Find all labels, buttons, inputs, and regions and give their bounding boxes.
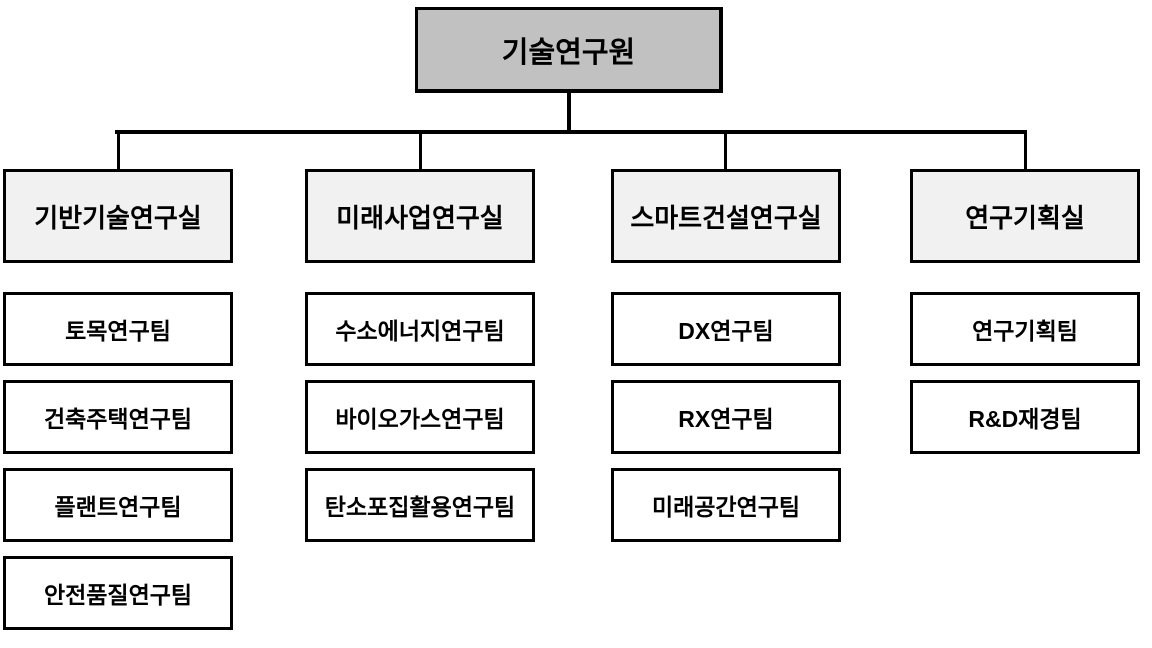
team-box-1-2: 건축주택연구팀 — [3, 380, 233, 454]
team-box-2-2: 바이오가스연구팀 — [305, 380, 535, 454]
connector-drop-dept-4 — [1024, 130, 1027, 172]
connector-horizontal-bar — [115, 130, 1027, 134]
team-label-1-3: 플랜트연구팀 — [54, 494, 182, 520]
team-box-3-2: RX연구팀 — [611, 380, 841, 454]
dept-label-1: 기반기술연구실 — [34, 202, 202, 233]
connector-drop-dept-3 — [724, 130, 727, 172]
team-label-3-1: DX연구팀 — [678, 318, 774, 344]
team-box-1-4: 안전품질연구팀 — [3, 556, 233, 630]
dept-box-4: 연구기획실 — [910, 169, 1140, 263]
dept-label-3: 스마트건설연구실 — [630, 202, 822, 233]
team-label-1-1: 토목연구팀 — [65, 318, 171, 344]
team-label-4-2: R&D재경팀 — [968, 406, 1082, 432]
team-label-3-2: RX연구팀 — [678, 406, 774, 432]
team-label-4-1: 연구기획팀 — [972, 318, 1078, 344]
connector-root-trunk — [567, 90, 571, 134]
team-box-3-3: 미래공간연구팀 — [611, 468, 841, 542]
dept-label-2: 미래사업연구실 — [336, 202, 504, 233]
team-label-2-3: 탄소포집활용연구팀 — [324, 494, 516, 520]
dept-box-2: 미래사업연구실 — [305, 169, 535, 263]
dept-box-3: 스마트건설연구실 — [611, 169, 841, 263]
team-label-2-1: 수소에너지연구팀 — [335, 318, 505, 344]
connector-drop-dept-1 — [117, 130, 120, 172]
team-box-2-1: 수소에너지연구팀 — [305, 292, 535, 366]
root-box: 기술연구원 — [415, 7, 723, 93]
connector-drop-dept-2 — [419, 130, 422, 172]
team-label-1-4: 안전품질연구팀 — [43, 582, 193, 608]
dept-label-4: 연구기획실 — [965, 202, 1085, 233]
team-label-2-2: 바이오가스연구팀 — [335, 406, 505, 432]
team-box-3-1: DX연구팀 — [611, 292, 841, 366]
team-label-3-3: 미래공간연구팀 — [651, 494, 801, 520]
team-box-1-1: 토목연구팀 — [3, 292, 233, 366]
root-label: 기술연구원 — [501, 36, 636, 69]
team-box-4-2: R&D재경팀 — [910, 380, 1140, 454]
dept-box-1: 기반기술연구실 — [3, 169, 233, 263]
team-box-1-3: 플랜트연구팀 — [3, 468, 233, 542]
team-label-1-2: 건축주택연구팀 — [43, 406, 193, 432]
team-box-2-3: 탄소포집활용연구팀 — [305, 468, 535, 542]
team-box-4-1: 연구기획팀 — [910, 292, 1140, 366]
